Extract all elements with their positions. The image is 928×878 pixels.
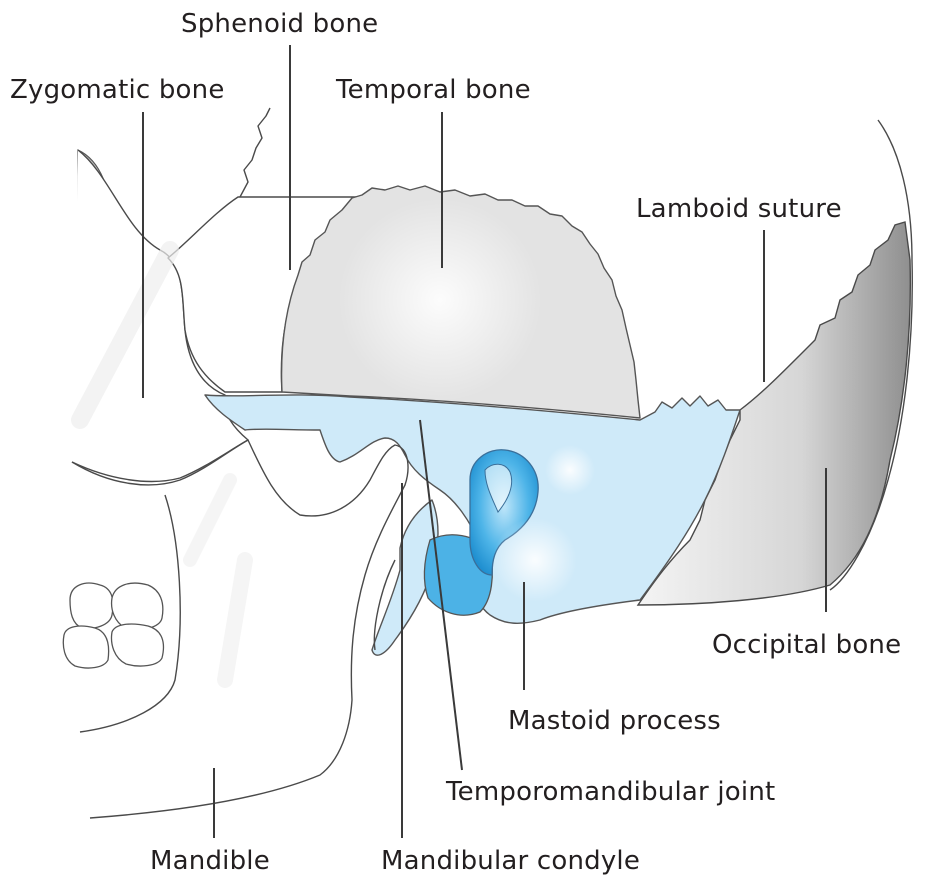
label-mandible: Mandible	[150, 846, 270, 876]
label-mandibular-condyle: Mandibular condyle	[381, 846, 640, 876]
label-zygomatic-bone: Zygomatic bone	[10, 75, 225, 105]
label-occipital-bone: Occipital bone	[712, 630, 901, 660]
temporal-highlight	[338, 198, 542, 402]
label-temporal-bone: Temporal bone	[335, 75, 531, 105]
label-lamboid-suture: Lamboid suture	[636, 194, 842, 224]
label-temporomandibular-joint: Temporomandibular joint	[445, 777, 775, 807]
temporal-glow-small	[545, 445, 595, 495]
mastoid-highlight	[493, 518, 577, 602]
label-mastoid-process: Mastoid process	[508, 706, 721, 736]
highlight-streak-2	[190, 480, 230, 560]
highlight-streak-3	[225, 560, 245, 680]
coronal-suture	[240, 108, 270, 197]
teeth	[63, 583, 163, 668]
label-sphenoid-bone: Sphenoid bone	[181, 9, 378, 39]
